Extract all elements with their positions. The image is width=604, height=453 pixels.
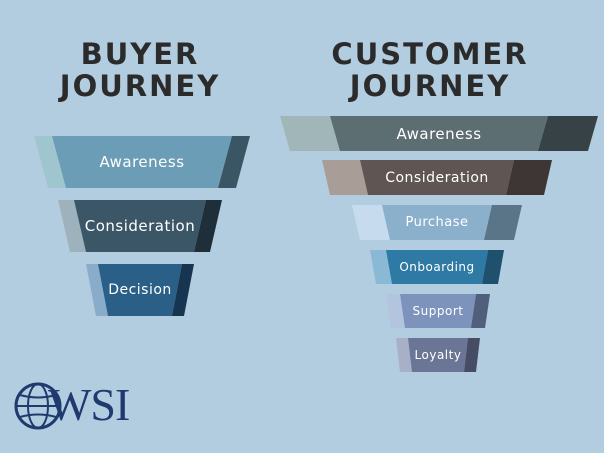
customer-stage-label: Awareness (396, 124, 482, 143)
customer-title-line1: CUSTOMER (331, 37, 529, 71)
buyer-stage-consideration: Consideration (58, 200, 222, 252)
buyer-stage-label: Consideration (84, 217, 196, 235)
customer-stage-label: Onboarding (399, 260, 475, 274)
globe-icon (14, 382, 62, 430)
customer-stage-label: Purchase (405, 215, 469, 230)
wsi-logo: WSI (12, 379, 152, 432)
logo-text: WSI (48, 379, 130, 430)
customer-stage-label: Support (412, 304, 464, 318)
buyer-journey-title: BUYER JOURNEY (50, 38, 230, 103)
customer-journey-title: CUSTOMER JOURNEY (320, 38, 540, 103)
buyer-stage-awareness: Awareness (34, 136, 250, 188)
buyer-stage-label: Awareness (99, 153, 185, 171)
customer-stage-onboarding: Onboarding (370, 250, 504, 284)
customer-stage-label: Consideration (385, 169, 489, 186)
buyer-stage-label: Decision (108, 282, 172, 298)
buyer-title-line2: JOURNEY (59, 69, 221, 104)
buyer-title-line1: BUYER (80, 37, 200, 71)
customer-stage-awareness: Awareness (280, 116, 598, 151)
customer-stage-consideration: Consideration (322, 160, 552, 195)
customer-stage-loyalty: Loyalty (396, 338, 480, 372)
buyer-stage-decision: Decision (86, 264, 194, 316)
customer-stage-label: Loyalty (414, 348, 462, 362)
customer-stage-purchase: Purchase (352, 205, 522, 240)
customer-stage-support: Support (386, 294, 490, 328)
customer-title-line2: JOURNEY (349, 69, 511, 104)
